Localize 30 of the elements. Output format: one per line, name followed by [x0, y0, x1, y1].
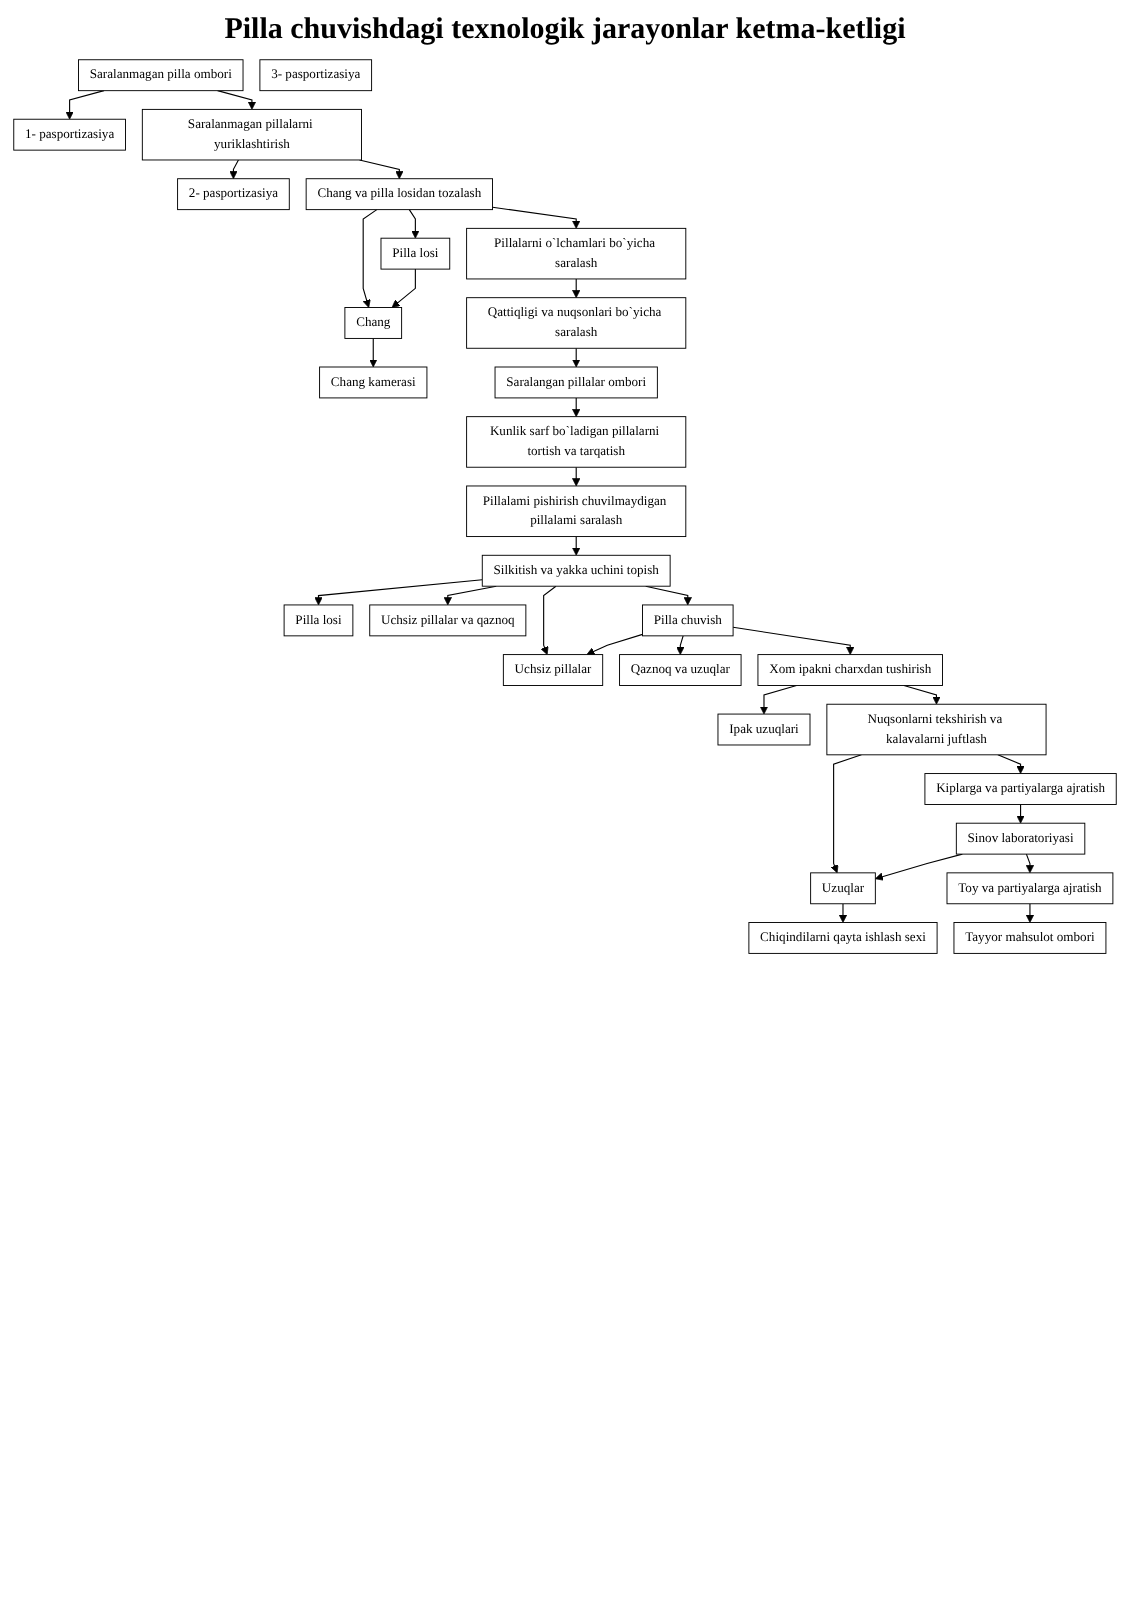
arrow	[65, 90, 105, 120]
arrow	[362, 209, 378, 308]
arrow	[572, 347, 581, 368]
arrow	[572, 397, 581, 417]
arrow	[229, 159, 239, 180]
arrow	[676, 635, 685, 655]
arrow	[391, 268, 416, 308]
arrow	[732, 626, 855, 655]
arrow	[369, 337, 378, 368]
arrow	[216, 90, 257, 110]
arrow	[572, 466, 581, 487]
arrow	[540, 585, 557, 655]
arrow	[586, 633, 644, 656]
arrow	[358, 159, 404, 180]
arrow	[903, 684, 941, 705]
arrow	[645, 585, 692, 606]
arrow	[314, 579, 483, 606]
arrow	[572, 278, 581, 299]
arrow	[1025, 903, 1035, 923]
arrow	[874, 853, 963, 881]
arrow	[408, 209, 420, 239]
arrow	[572, 536, 581, 556]
arrow	[830, 754, 862, 874]
arrow	[1016, 803, 1025, 824]
diagram-title: Pilla chuvishdagi texnologik jarayonlar ketma-ketligi	[224, 14, 906, 48]
arrow	[492, 206, 581, 229]
arrow	[1025, 853, 1035, 874]
arrow	[838, 903, 848, 923]
arrow	[759, 684, 798, 715]
arrow	[997, 754, 1025, 774]
